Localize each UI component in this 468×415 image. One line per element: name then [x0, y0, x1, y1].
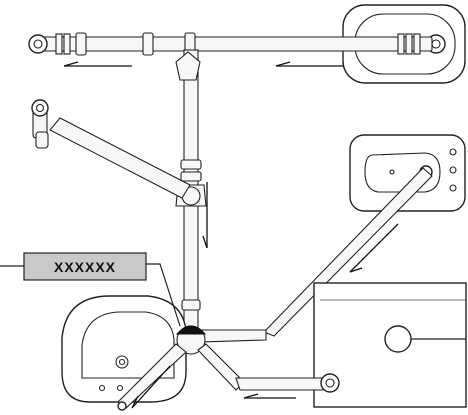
- callout-box: [23, 252, 147, 281]
- callout-label: XXXXXX: [54, 259, 116, 275]
- flow-arrow-top-left: [63, 61, 132, 67]
- upper-left-branch: [31, 99, 191, 199]
- flow-arrow-bottom: [243, 393, 296, 399]
- top-horizontal-pipe: [28, 32, 433, 56]
- sink-bottom-left: [61, 295, 187, 403]
- flow-arrow-top-right: [275, 61, 344, 67]
- sink-right-lower: [313, 282, 467, 408]
- callout-leader-pointer: [146, 263, 181, 327]
- horizontal-connector: [197, 329, 267, 343]
- central-junction: [117, 325, 340, 411]
- lavatory-drain-pipe: [263, 167, 433, 337]
- flow-arrow-vertical: [202, 182, 208, 249]
- flow-arrow-bottom-left: [131, 365, 171, 409]
- flow-arrow-diagonal: [349, 223, 399, 273]
- lavatory-right: [349, 134, 466, 212]
- flow-arrows: [63, 61, 399, 409]
- callout: XXXXXX: [0, 252, 181, 327]
- main-vertical-stack: [175, 49, 207, 341]
